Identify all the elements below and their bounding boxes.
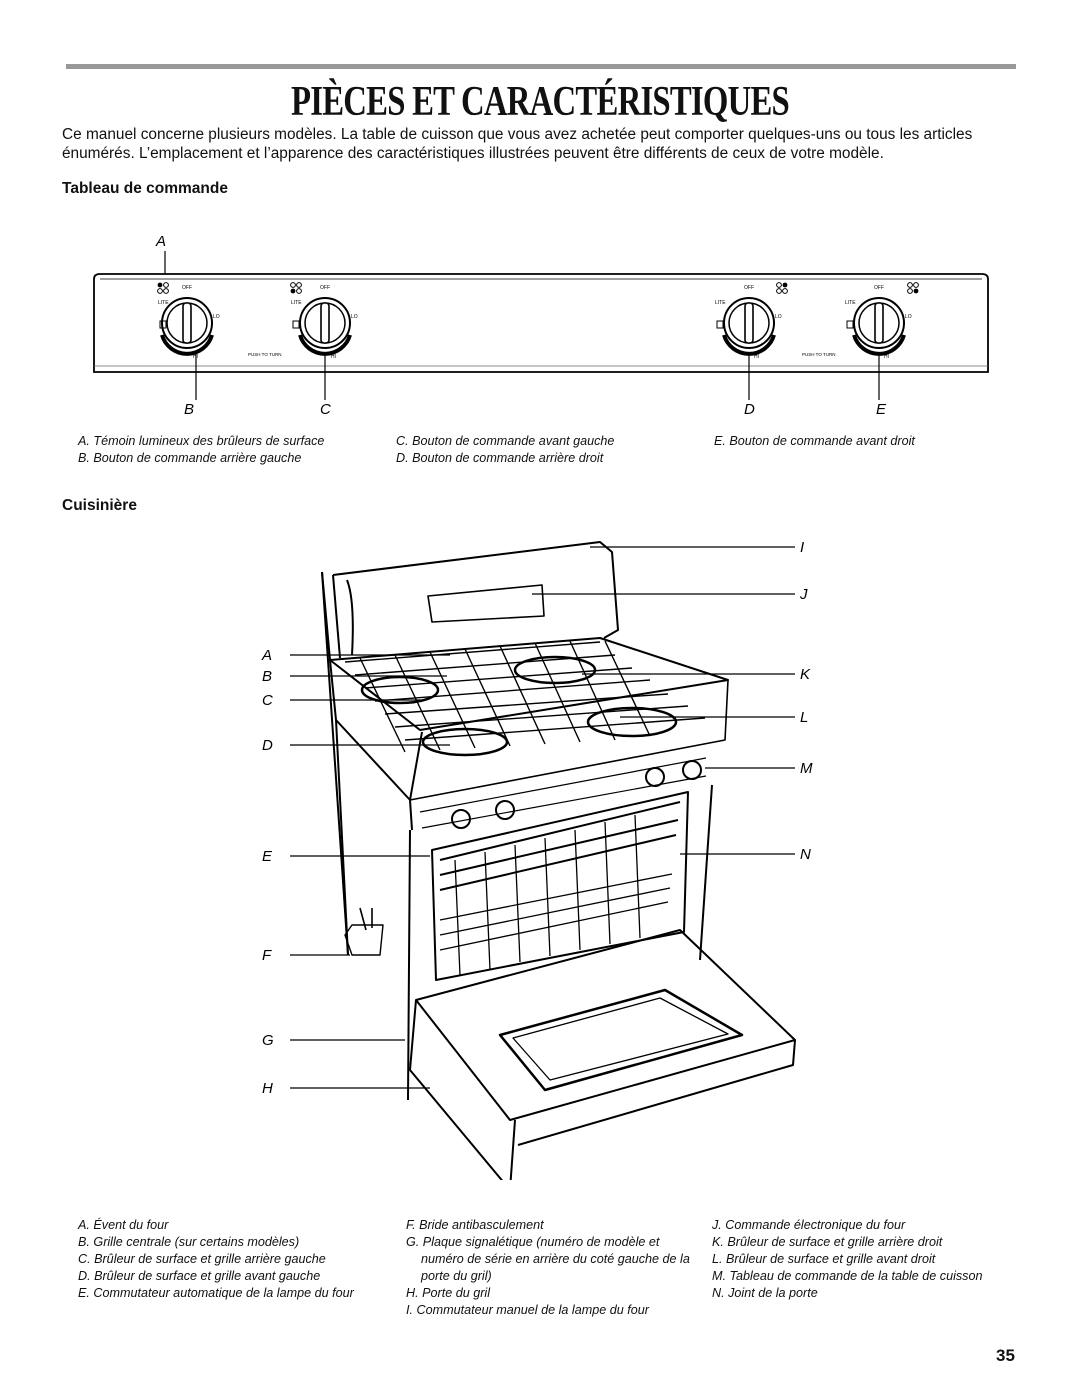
knob2-hi: HI bbox=[331, 354, 336, 360]
page-number: 35 bbox=[996, 1346, 1015, 1365]
range-legend-d: D. Brûleur de surface et grille avant ga… bbox=[78, 1269, 321, 1283]
knob4-lite: LITE bbox=[845, 300, 856, 306]
knob3-lite: LITE bbox=[715, 300, 726, 306]
knob2-off: OFF bbox=[320, 285, 330, 291]
range-legend-f: F. Bride antibasculement bbox=[406, 1218, 544, 1232]
range-legend-l: L. Brûleur de surface et grille avant dr… bbox=[712, 1252, 936, 1266]
knob2-lite: LITE bbox=[291, 300, 302, 306]
range-legend-i: I. Commutateur manuel de la lampe du fou… bbox=[406, 1303, 649, 1317]
cp-callout-c: C bbox=[320, 401, 331, 418]
cp-legend-b: B. Bouton de commande arrière gauche bbox=[78, 451, 302, 465]
cp-legend-c: C. Bouton de commande avant gauche bbox=[396, 434, 615, 448]
range-legend-b: B. Grille centrale (sur certains modèles… bbox=[78, 1235, 300, 1249]
cp-legend-d: D. Bouton de commande arrière droit bbox=[396, 451, 604, 465]
range-legend-k: K. Brûleur de surface et grille arrière … bbox=[712, 1235, 943, 1249]
cp-legend-e: E. Bouton de commande avant droit bbox=[714, 434, 915, 448]
range-callout-k: K bbox=[800, 666, 811, 683]
intro-paragraph: Ce manuel concerne plusieurs modèles. La… bbox=[62, 126, 973, 162]
range-diagram: A B C D E F G H I J K L M N bbox=[261, 539, 813, 1180]
range-legend-c: C. Brûleur de surface et grille arrière … bbox=[78, 1252, 326, 1266]
range-callout-m: M bbox=[800, 760, 813, 777]
knob1-off: OFF bbox=[182, 285, 192, 291]
knob-front-left bbox=[290, 282, 352, 356]
range-legend-col2: F. Bride antibasculement G. Plaque signa… bbox=[406, 1217, 698, 1319]
range-legend-h: H. Porte du gril bbox=[406, 1286, 490, 1300]
push-to-turn-right: PUSH TO TURN bbox=[802, 352, 836, 357]
range-callout-b: B bbox=[262, 668, 272, 685]
range-legend-e: E. Commutateur automatique de la lampe d… bbox=[78, 1286, 354, 1300]
knob4-off: OFF bbox=[874, 285, 884, 291]
push-to-turn-left: PUSH TO TURN bbox=[248, 352, 282, 357]
knob2-lo: LO bbox=[351, 314, 358, 320]
cp-legend-col1: A. Témoin lumineux des brûleurs de surfa… bbox=[78, 433, 324, 467]
range-legend-g: G. Plaque signalétique (numéro de modèle… bbox=[406, 1235, 690, 1283]
knob-rear-left bbox=[157, 282, 214, 356]
cp-callout-b: B bbox=[184, 401, 194, 418]
cp-callout-e: E bbox=[876, 401, 887, 418]
knob3-hi: HI bbox=[754, 354, 759, 360]
page-title: PIÈCES ET CARACTÉRISTIQUES bbox=[291, 79, 790, 125]
range-legend-a: A. Évent du four bbox=[78, 1218, 169, 1232]
knob1-lite: LITE bbox=[158, 300, 169, 306]
knob-front-right bbox=[846, 282, 919, 356]
cp-legend-col2: C. Bouton de commande avant gauche D. Bo… bbox=[396, 433, 614, 467]
range-legend-col3: J. Commande électronique du four K. Brûl… bbox=[712, 1217, 982, 1302]
cp-callout-d: D bbox=[744, 401, 755, 418]
range-legend-j: J. Commande électronique du four bbox=[712, 1218, 906, 1232]
range-callout-h: H bbox=[262, 1080, 273, 1097]
range-callout-f: F bbox=[262, 947, 272, 964]
cp-callout-a: A bbox=[155, 233, 166, 250]
range-legend-n: N. Joint de la porte bbox=[712, 1286, 818, 1300]
knob4-hi: HI bbox=[884, 354, 889, 360]
range-callout-g: G bbox=[262, 1032, 274, 1049]
range-callout-e: E bbox=[262, 848, 273, 865]
range-callout-a: A bbox=[261, 647, 272, 664]
control-panel-diagram: A bbox=[93, 233, 989, 418]
range-callout-j: J bbox=[799, 586, 808, 603]
knob3-lo: LO bbox=[775, 314, 782, 320]
range-callout-i: I bbox=[800, 539, 804, 556]
range-legend-col1: A. Évent du four B. Grille centrale (sur… bbox=[78, 1217, 354, 1302]
knob3-off: OFF bbox=[744, 285, 754, 291]
knob1-lo: LO bbox=[213, 314, 220, 320]
range-callout-c: C bbox=[262, 692, 273, 709]
range-callout-l: L bbox=[800, 709, 808, 726]
range-heading: Cuisinière bbox=[62, 497, 137, 514]
top-rule bbox=[66, 64, 1016, 69]
range-callout-n: N bbox=[800, 846, 811, 863]
knob4-lo: LO bbox=[905, 314, 912, 320]
cp-legend-col3: E. Bouton de commande avant droit bbox=[714, 433, 915, 450]
range-legend-m: M. Tableau de commande de la table de cu… bbox=[712, 1269, 983, 1283]
control-panel-heading: Tableau de commande bbox=[62, 180, 228, 197]
knob-rear-right bbox=[716, 282, 788, 356]
cp-legend-a: A. Témoin lumineux des brûleurs de surfa… bbox=[78, 434, 325, 448]
range-callout-d: D bbox=[262, 737, 273, 754]
